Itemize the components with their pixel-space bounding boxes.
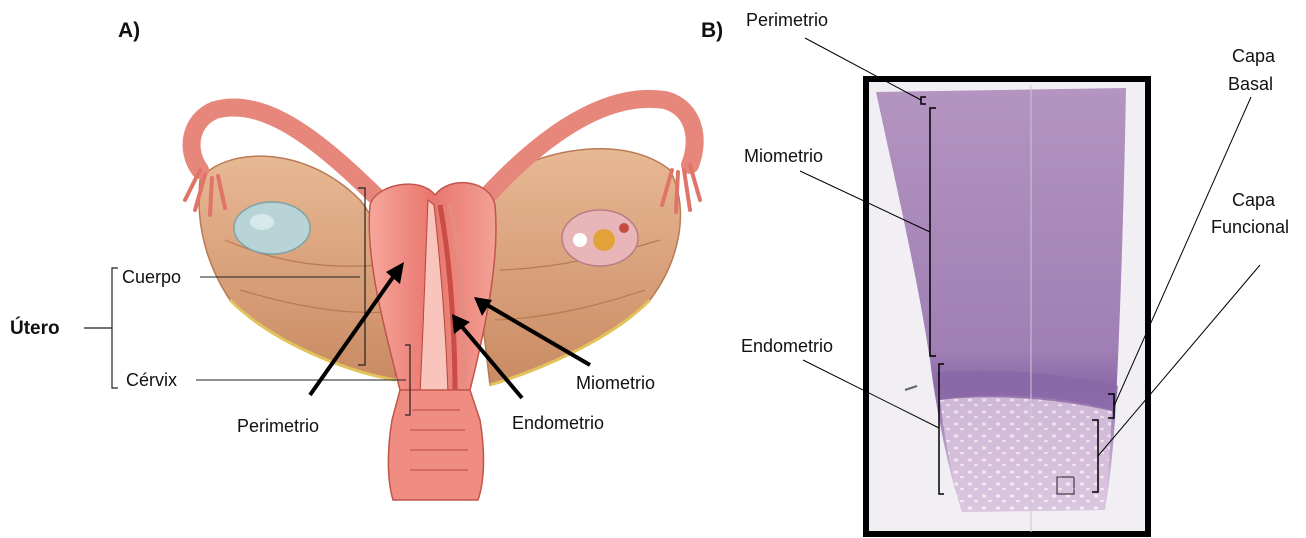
label-miometrio-a: Miometrio [576,373,655,393]
panel-b-label: B) [701,19,723,42]
label-endometrio-a: Endometrio [512,413,604,433]
label-miometrio-b: Miometrio [744,146,823,166]
panel-b: B) Perimetrio Miometrio Endometrio Capa … [701,10,1289,534]
ovary-left [234,202,310,254]
ovary-follicle [250,214,274,230]
bracket-utero [84,268,118,388]
label-capa-basal-2: Basal [1228,74,1273,94]
label-perimetrio-b: Perimetrio [746,10,828,30]
ovary-follicle [619,223,629,233]
label-capa-funcional-2: Funcional [1211,217,1289,237]
panel-a-label: A) [118,19,140,42]
functional-layer-texture [940,396,1112,512]
label-cuerpo: Cuerpo [122,267,181,287]
ovary-corpus-luteum [593,229,615,251]
uterus-illustration [185,99,700,500]
label-utero: Útero [10,317,60,339]
cervix-vagina [388,390,483,500]
label-endometrio-b: Endometrio [741,336,833,356]
label-capa-basal-1: Capa [1232,46,1276,66]
label-perimetrio-a: Perimetrio [237,416,319,436]
label-cervix: Cérvix [126,370,177,390]
label-capa-funcional-1: Capa [1232,190,1276,210]
panel-a: A) [10,19,700,500]
ovary-follicle [573,233,587,247]
